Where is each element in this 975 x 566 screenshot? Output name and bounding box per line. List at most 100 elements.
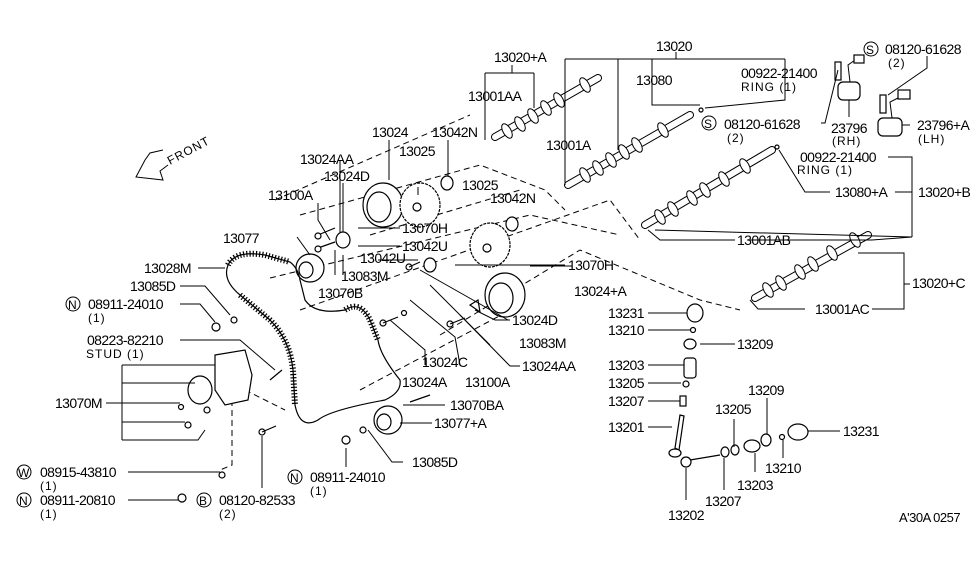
- label-13024D-lower[interactable]: 13024D: [512, 312, 559, 328]
- label-13025-lower[interactable]: 13025: [462, 177, 499, 193]
- label-13085D-upper[interactable]: 13085D: [130, 278, 177, 294]
- label-00922-21400-b[interactable]: 00922-21400: [800, 149, 877, 165]
- idler-pulley-13077: [295, 253, 325, 283]
- label-08915-43810[interactable]: 08915-43810: [40, 464, 117, 480]
- label-08915-43810-qty: (1): [40, 479, 58, 493]
- label-08120-61628-upper[interactable]: 08120-61628: [885, 41, 962, 57]
- label-13207-upper[interactable]: 13207: [608, 393, 645, 409]
- label-08911-24010-mid[interactable]: 08911-24010: [310, 469, 386, 485]
- label-00922-21400-a[interactable]: 00922-21400: [741, 65, 818, 81]
- cam-sensor-lh: [877, 89, 911, 137]
- label-13020[interactable]: 13020: [656, 38, 693, 54]
- badge-W: W: [16, 464, 32, 480]
- label-08911-20810-qty: (1): [40, 507, 58, 521]
- svg-text:B: B: [199, 494, 208, 508]
- label-08911-24010-left-qty: (1): [88, 311, 106, 325]
- idler-pulley-13077A: [373, 405, 403, 435]
- label-13202[interactable]: 13202: [668, 507, 705, 523]
- label-13083M-lower[interactable]: 13083M: [519, 335, 567, 351]
- label-13085D-lower[interactable]: 13085D: [412, 454, 459, 470]
- label-13042N-upper[interactable]: 13042N: [432, 124, 478, 140]
- camshaft-13001A: [564, 111, 694, 189]
- leader-lines: [106, 52, 928, 501]
- label-13100A-lower[interactable]: 13100A: [465, 374, 512, 390]
- label-13020C[interactable]: 13020+C: [912, 275, 966, 291]
- label-13231-upper[interactable]: 13231: [608, 305, 645, 321]
- label-23796A[interactable]: 23796+A: [917, 117, 971, 133]
- svg-text:W: W: [18, 466, 30, 480]
- label-08911-24010-left[interactable]: 08911-24010: [88, 296, 164, 312]
- seal-13042N: [440, 175, 519, 232]
- label-13024D-upper[interactable]: 13024D: [324, 168, 371, 184]
- label-13001AA[interactable]: 13001AA: [468, 88, 523, 104]
- camshaft-13001AC: [751, 231, 872, 302]
- svg-text:N: N: [68, 298, 78, 312]
- label-13028M[interactable]: 13028M: [144, 260, 192, 276]
- label-13001AB[interactable]: 13001AB: [737, 232, 791, 248]
- label-08223-82210[interactable]: 08223-82210: [87, 332, 164, 348]
- hardware: [177, 107, 780, 503]
- label-13210-upper[interactable]: 13210: [608, 322, 645, 338]
- label-13024A-plus[interactable]: 13024+A: [574, 283, 628, 299]
- label-13070H-upper[interactable]: 13070H: [402, 220, 448, 236]
- sprocket-13025-lower: [469, 222, 511, 268]
- badge-S-upper: S: [863, 41, 879, 57]
- label-13070B[interactable]: 13070B: [318, 285, 364, 301]
- camshaft-13001AB: [641, 146, 776, 229]
- label-13209-lower[interactable]: 13209: [748, 382, 785, 398]
- label-13231-lower[interactable]: 13231: [843, 423, 880, 439]
- label-13070H-lower[interactable]: 13070H: [568, 257, 614, 273]
- label-08911-20810[interactable]: 08911-20810: [40, 492, 116, 508]
- label-13209-upper[interactable]: 13209: [737, 336, 774, 352]
- svg-text:S: S: [866, 43, 875, 57]
- label-13083M-upper[interactable]: 13083M: [341, 268, 389, 284]
- label-ring-a: RING (1): [741, 80, 797, 94]
- label-13042N-lower[interactable]: 13042N: [490, 190, 536, 206]
- badge-N-left: N: [65, 296, 81, 312]
- label-08120-61628-lower[interactable]: 08120-61628: [724, 116, 801, 132]
- label-08120-61628-upper-qty: (2): [888, 56, 906, 70]
- valve-train-horizontal: [680, 423, 809, 468]
- label-13024[interactable]: 13024: [372, 124, 409, 140]
- label-23796[interactable]: 23796: [831, 120, 868, 136]
- label-13070M[interactable]: 13070M: [55, 395, 103, 411]
- label-13205-upper[interactable]: 13205: [608, 375, 645, 391]
- label-13020A[interactable]: 13020+A: [494, 49, 548, 65]
- label-13024AA-upper[interactable]: 13024AA: [300, 151, 355, 167]
- svg-text:N: N: [290, 471, 300, 485]
- label-13077[interactable]: 13077: [223, 230, 260, 246]
- sprocket-13025-upper: [399, 182, 441, 228]
- label-13024A[interactable]: 13024A: [402, 374, 449, 390]
- label-08120-82533[interactable]: 08120-82533: [219, 492, 296, 508]
- label-13024AA-lower[interactable]: 13024AA: [522, 358, 577, 374]
- label-13080A[interactable]: 13080+A: [835, 184, 889, 200]
- label-23796-rh: (RH): [832, 134, 861, 148]
- label-13020B[interactable]: 13020+B: [918, 184, 971, 200]
- label-13080[interactable]: 13080: [636, 72, 673, 88]
- part-labels: 13020+A 13001AA 13020 13080 00922-21400 …: [40, 38, 971, 525]
- svg-text:S: S: [704, 117, 713, 131]
- label-13205-lower[interactable]: 13205: [715, 401, 752, 417]
- label-08120-82533-qty: (2): [219, 507, 237, 521]
- label-13001A[interactable]: 13001A: [546, 137, 593, 153]
- label-13201[interactable]: 13201: [608, 419, 645, 435]
- label-13070BA[interactable]: 13070BA: [450, 397, 505, 413]
- label-08911-24010-mid-qty: (1): [310, 484, 328, 498]
- label-13207-lower[interactable]: 13207: [705, 493, 742, 509]
- label-13100A-upper[interactable]: 13100A: [268, 187, 315, 203]
- label-13203-upper[interactable]: 13203: [608, 357, 645, 373]
- label-13024C[interactable]: 13024C: [422, 354, 469, 370]
- label-stud: STUD (1): [86, 347, 145, 361]
- label-13001AC[interactable]: 13001AC: [815, 301, 870, 317]
- cam-sensor-rh: [834, 54, 865, 101]
- label-13210-lower[interactable]: 13210: [765, 460, 802, 476]
- label-13025-upper[interactable]: 13025: [399, 143, 436, 159]
- svg-text:N: N: [19, 494, 29, 508]
- label-13077A[interactable]: 13077+A: [434, 415, 488, 431]
- label-13203-lower[interactable]: 13203: [737, 477, 774, 493]
- label-13042U-upper[interactable]: 13042U: [402, 238, 449, 254]
- label-23796A-lh: (LH): [918, 132, 945, 146]
- label-13042U-lower[interactable]: 13042U: [360, 250, 407, 266]
- front-label: FRONT: [165, 134, 212, 168]
